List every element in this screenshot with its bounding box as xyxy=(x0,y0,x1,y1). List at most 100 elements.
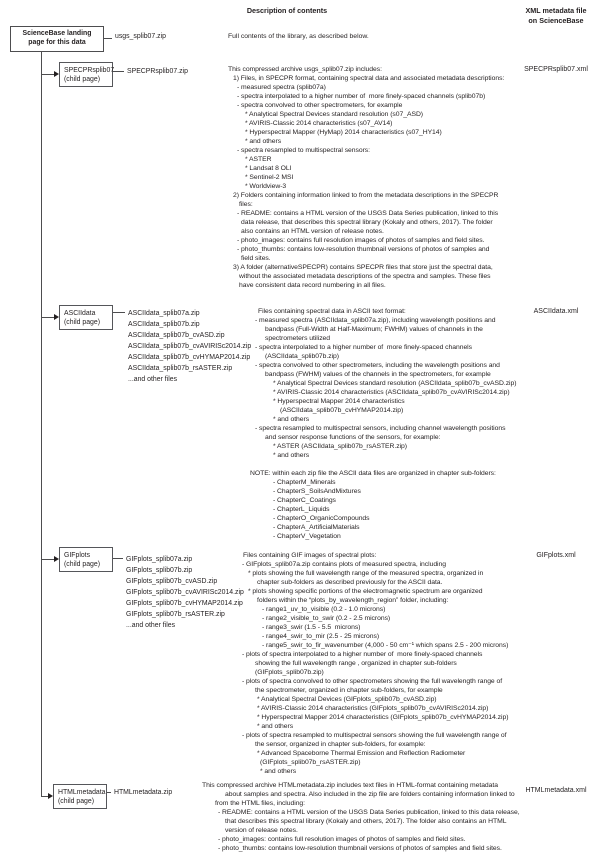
description-line: have consistent data record numbering in… xyxy=(239,282,386,289)
description-line: - spectra interpolated to a higher numbe… xyxy=(237,93,486,100)
description-line: * AVIRIS-Classic 2014 characteristics (s… xyxy=(245,120,393,127)
description-line: * and others xyxy=(257,723,294,730)
description-line: (ASCIIdata_splib07b_cvHYMAP2014.zip) xyxy=(280,407,404,414)
zip-file-label: SPECPRsplib07.zip xyxy=(127,68,188,75)
description-line: 1) Files, in SPECPR format, containing s… xyxy=(233,75,505,82)
description-line: * and others xyxy=(273,416,310,423)
description-line: 2) Folders containing information linked… xyxy=(233,192,499,199)
tree-branch-line xyxy=(41,795,48,797)
arrow-right-icon xyxy=(47,792,53,799)
description-line: spectrometers utilized xyxy=(265,335,331,342)
xml-file-label: SPECPRsplib07.xml xyxy=(524,66,588,73)
connector-line xyxy=(113,558,123,560)
description-line: * AVIRIS-Classic 2014 characteristics (A… xyxy=(273,389,510,396)
child-page-subtitle: (child page) xyxy=(64,319,101,326)
description-line: version of release notes. xyxy=(225,827,298,834)
description-line: - measured spectra (ASCIIdata_splib07a.z… xyxy=(255,317,496,324)
connector-line xyxy=(104,38,112,40)
child-page-title: SPECPRsplib07 xyxy=(64,66,115,74)
zip-file-label: ASCIIdata_splib07b_rsASTER.zip xyxy=(128,365,233,372)
description-line: 3) A folder (alternativeSPECPR) contains… xyxy=(233,264,493,271)
child-page-box-html: HTMLmetadata(child page) xyxy=(53,784,107,809)
description-block-html: This compressed archive HTMLmetadata.zip… xyxy=(202,781,520,853)
description-line: - plots of spectra resampled to multispe… xyxy=(242,732,507,739)
description-line: - photo_thumbs: contains low-resolution … xyxy=(237,246,490,253)
zip-file-label: GIFplots_splib07b_cvHYMAP2014.zip xyxy=(126,600,243,607)
description-line: Files containing GIF images of spectral … xyxy=(243,552,377,559)
zip-file-list: HTMLmetadata.zip xyxy=(114,788,172,797)
child-page-box-specpr: SPECPRsplib07 (child page) xyxy=(59,62,115,87)
zip-file-label: GIFplots_splib07b_cvAVIRISc2014.zip xyxy=(126,589,244,596)
description-line: - spectra resampled to multispectral sen… xyxy=(255,425,506,432)
description-line: - range2_visible_to_swir (0.2 - 2.5 micr… xyxy=(262,615,391,622)
description-line: and sensor response functions of the sen… xyxy=(265,434,441,441)
description-line: - plots of spectra convolved to other sp… xyxy=(242,678,503,685)
xml-file-label: GIFplots.xml xyxy=(536,552,576,559)
description-line: This compressed archive HTMLmetadata.zip… xyxy=(202,782,498,789)
description-line: bandpass (FWHM) values of the channels i… xyxy=(265,371,491,378)
description-line: - range4_swir_to_mir (2.5 - 25 microns) xyxy=(262,633,380,640)
description-line: (GIFplots_splib07b.zip) xyxy=(255,669,324,676)
description-line: showing the full wavelength range , orga… xyxy=(255,660,457,667)
description-line: - range1_uv_to_visible (0.2 - 1.0 micron… xyxy=(262,606,386,613)
zip-file-list: SPECPRsplib07.zip xyxy=(127,67,188,76)
description-line: * ASTER xyxy=(245,156,272,163)
description-line: * plots showing the full wavelength rang… xyxy=(248,570,484,577)
zip-file-label: ...and other files xyxy=(126,622,176,629)
column-header-description: Description of contents xyxy=(246,6,328,15)
zip-file-label: usgs_splib07.zip xyxy=(115,33,166,40)
description-line: - ChapterO_OrganicCompounds xyxy=(273,515,370,522)
zip-file-label: GIFplots_splib07b.zip xyxy=(126,567,193,574)
description-line: data release, that describes this spectr… xyxy=(241,219,493,226)
description-line: - ChapterS_SoilsAndMixtures xyxy=(273,488,361,495)
child-page-box-ascii: ASCIIdata(child page) xyxy=(59,305,113,330)
description-line: that describes this spectral library (Ko… xyxy=(225,818,507,825)
description-line: - range5_swir_to_fir_wavenumber (4,000 -… xyxy=(262,642,509,649)
description-line: also contains an HTML version of release… xyxy=(241,228,384,235)
arrow-right-icon xyxy=(53,70,59,77)
zip-file-label: GIFplots_splib07b_cvASD.zip xyxy=(126,578,218,585)
description-line: chapter sub-folders as described previou… xyxy=(257,579,443,586)
description-line: * Analytical Spectral Devices (GIFplots_… xyxy=(257,696,437,703)
zip-file-label: ASCIIdata_splib07b.zip xyxy=(128,321,200,328)
child-page-subtitle: (child page) xyxy=(64,76,101,83)
arrow-right-icon xyxy=(53,555,59,562)
zip-file-label: ASCIIdata_splib07b_cvASD.zip xyxy=(128,332,225,339)
description-line: the spectrometer, organized in chapter s… xyxy=(255,687,443,694)
description-line: the sensor, organized in chapter sub-fol… xyxy=(255,741,426,748)
description-line: - plots of spectra interpolated to a hig… xyxy=(242,651,483,658)
description-line: - range3_swir (1.5 - 5.5 microns) xyxy=(262,624,361,631)
xml-file-label: HTMLmetadata.xml xyxy=(525,787,587,794)
description-line: - ChapterM_Minerals xyxy=(273,479,336,486)
description-line: folders within the “plots_by_wavelength_… xyxy=(257,597,449,604)
description-line: * AVIRIS-Classic 2014 characteristics (G… xyxy=(257,705,489,712)
description-line: * Sentinel-2 MSI xyxy=(245,174,294,181)
description-line: * Hyperspectral Mapper (HyMap) 2014 char… xyxy=(245,129,442,136)
description-line: * and others xyxy=(273,452,310,459)
description-line: - ChapterL_Liquids xyxy=(273,506,330,513)
child-page-box-gif: GIFplots(child page) xyxy=(59,547,113,572)
description-line xyxy=(258,460,516,469)
description-line: - README: contains a HTML version of the… xyxy=(237,210,499,217)
description-line: - photo_thumbs: contains low-resolution … xyxy=(218,845,502,852)
child-page-subtitle: (child page) xyxy=(64,561,101,568)
description-line: bandpass (Full-Width at Half-Maximum; FW… xyxy=(265,326,483,333)
connector-line xyxy=(107,792,111,794)
description-line: This compressed archive usgs_splib07.zip… xyxy=(228,66,382,73)
description-line: - ChapterC_Coatings xyxy=(273,497,336,504)
description-line: (GIFplots_splib07b_rsASTER.zip) xyxy=(260,759,361,766)
description-line: * Landsat 8 OLI xyxy=(245,165,292,172)
description-line: * and others xyxy=(245,138,282,145)
column-header-xml-metadata: XML metadata file on ScienceBase xyxy=(525,6,587,25)
description-block-gif: Files containing GIF images of spectral … xyxy=(242,551,509,776)
description-line: * plots showing specific portions of the… xyxy=(248,588,483,595)
description-line: without the associated metadata descript… xyxy=(239,273,491,280)
arrow-right-icon xyxy=(53,313,59,320)
zip-file-label: ...and other files xyxy=(128,376,178,383)
zip-file-label: ASCIIdata_splib07b_cvHYMAP2014.zip xyxy=(128,354,251,361)
description-line: - spectra convolved to other spectromete… xyxy=(255,362,500,369)
description-line: files: xyxy=(239,201,253,208)
description-line: - spectra interpolated to a higher numbe… xyxy=(255,344,472,351)
description-line: - spectra resampled to multispectral sen… xyxy=(237,147,370,154)
